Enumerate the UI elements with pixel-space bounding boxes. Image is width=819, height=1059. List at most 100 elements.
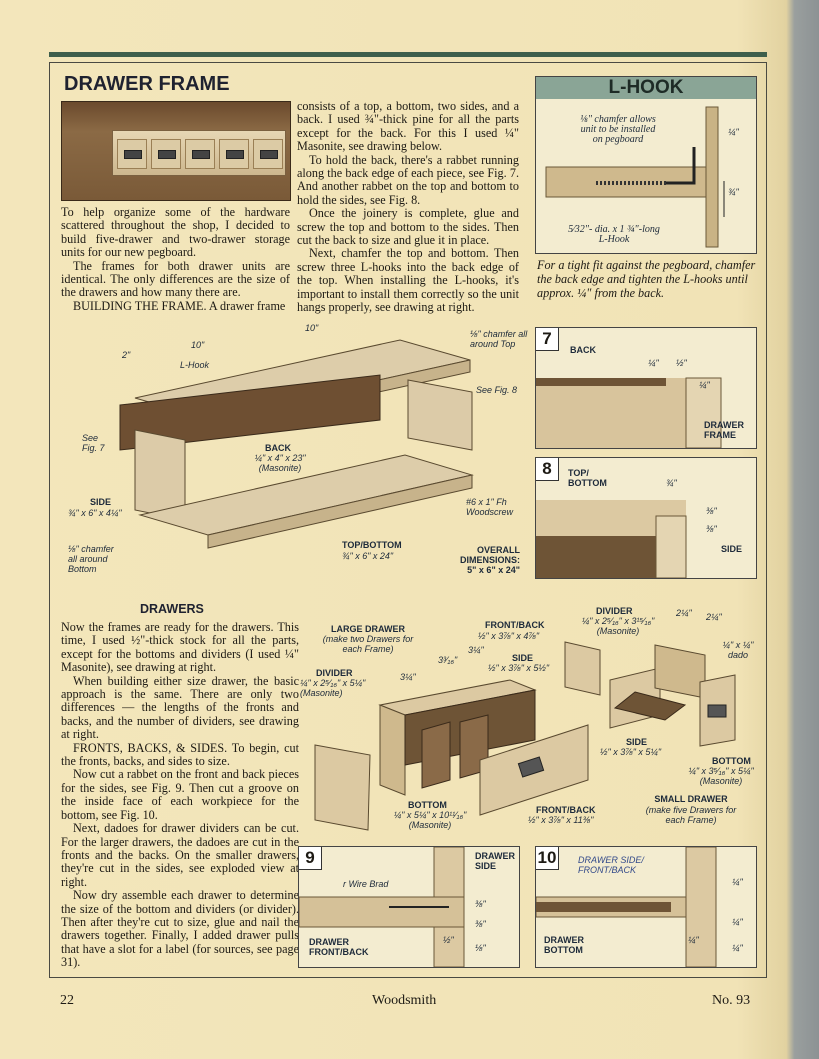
- dim-10-b: 10": [305, 323, 319, 333]
- fig8-topbottom: TOP/ BOTTOM: [568, 468, 607, 488]
- fig10-d4: ¼": [732, 943, 743, 953]
- figure-number: 9: [299, 847, 322, 870]
- paragraph: When building either size drawer, the ba…: [61, 673, 299, 742]
- large-drawer-title: LARGE DRAWER: [331, 624, 405, 634]
- fig8-d1: ¾": [666, 478, 677, 488]
- figure-9: 9 DRAWER SIDE r Wire Brad ⅜" ⅜" ½" ⅛" DR…: [298, 846, 520, 968]
- figure-7: 7 BACK ¼" ½" ¼" DRAWER FRAME: [535, 327, 757, 449]
- large-divider-dims: ¼" x 2⁵⁄₁₆" x 5¼" (Masonite): [300, 678, 366, 698]
- fig9-d4: ⅛": [475, 943, 486, 953]
- paragraph: To help organize some of the hardware sc…: [61, 205, 290, 260]
- small-bottom-dims: ¼" x 3⁵⁄₁₆" x 5¼" (Masonite): [688, 766, 754, 786]
- dim-2-1-4-a: 2¼": [676, 608, 692, 618]
- figure-8: 8 TOP/ BOTTOM ¾" ⅜" ⅜" SIDE: [535, 457, 757, 579]
- fig8-side: SIDE: [721, 544, 743, 554]
- article-frame: [49, 62, 767, 978]
- page-number: 22: [60, 993, 74, 1008]
- text-col1: To help organize some of the hardware sc…: [61, 205, 290, 313]
- paragraph: Next, dadoes for drawer dividers can be …: [61, 821, 299, 889]
- paragraph: consists of a top, a bottom, two sides, …: [297, 99, 519, 154]
- label-back: BACK: [265, 443, 291, 453]
- issue-number: No. 93: [712, 993, 751, 1008]
- fig10-d3: ¼": [688, 935, 699, 945]
- photo-drawer-unit: [61, 101, 291, 201]
- small-divider: DIVIDER: [596, 606, 633, 616]
- dim-2: 2": [122, 350, 131, 360]
- lhook-screw-label: 5⁄32"- dia. x 1 ¾"-long L-Hook: [568, 224, 660, 245]
- fig10-d2: ¼": [732, 917, 743, 927]
- header-rule: [49, 52, 767, 57]
- frame-exploded-drawing: [119, 339, 474, 549]
- large-divider: DIVIDER: [316, 668, 353, 678]
- lhook-dim-three-quarter: ¾": [728, 187, 739, 197]
- lhook-caption: For a tight fit against the pegboard, ch…: [537, 258, 756, 300]
- small-divider-dims: ¼" x 2⁵⁄₁₆" x 3¹⁵⁄₁₆" (Masonite): [581, 616, 655, 636]
- large-bottom-dims: ¼" x 5¼" x 10¹¹⁄₁₆" (Masonite): [393, 810, 467, 830]
- fig9-d2: ⅜": [475, 919, 486, 929]
- paragraph: FRONTS, BACKS, & SIDES. To begin, cut th…: [61, 740, 299, 769]
- lhook-detail: L-HOOK ⅛" chamfer allows unit to be inst…: [535, 76, 757, 254]
- fig7-d1: ¼": [648, 358, 659, 368]
- fig7-back: BACK: [570, 345, 596, 355]
- figure-10: 10 DRAWER SIDE/ FRONT/BACK ¼" ¼" ¼" ¼" D…: [535, 846, 757, 968]
- small-side: SIDE: [626, 737, 648, 747]
- paragraph: BUILDING THE FRAME. A drawer frame: [73, 298, 286, 313]
- label-see-fig8: See Fig. 8: [476, 385, 518, 395]
- lhook-dim-quarter: ¼": [728, 127, 739, 137]
- dim-3-1-4-a: 3¼": [400, 672, 416, 682]
- label-topbottom-dims: ¾" x 6" x 24": [342, 551, 394, 561]
- paragraph: The frames for both drawer units are ide…: [61, 258, 290, 300]
- drawer-exploded-drawing: [314, 641, 736, 831]
- fig9-front: DRAWER FRONT/BACK: [309, 937, 369, 957]
- label-back-dims: ¼" x 4" x 23" (Masonite): [254, 453, 306, 473]
- dim-3-3-16: 3³⁄₁₆": [438, 655, 458, 665]
- label-chamfer-top: ⅛" chamfer all around Top: [470, 329, 528, 349]
- small-frontback: FRONT/BACK: [536, 805, 596, 815]
- label-topbottom: TOP/BOTTOM: [342, 540, 402, 550]
- small-bottom: BOTTOM: [712, 756, 751, 766]
- lhook-title: L-HOOK: [536, 77, 756, 99]
- fig9-drawer-side: DRAWER SIDE: [475, 851, 515, 871]
- dim-10-a: 10": [191, 340, 205, 350]
- label-lhook: L-Hook: [180, 360, 210, 370]
- fig8-d3: ⅜": [706, 524, 717, 534]
- lhook-drawing: [545, 106, 725, 248]
- label-overall-dims: 5" x 6" x 24": [467, 565, 520, 575]
- fig10-bottom: DRAWER BOTTOM: [544, 935, 584, 955]
- large-drawer-sub: (make two Drawers for each Frame): [322, 634, 414, 654]
- large-side-dims: ½" x 3⅞" x 5½": [488, 663, 550, 673]
- label-overall: OVERALL DIMENSIONS:: [459, 545, 520, 565]
- label-side-dims: ¾" x 6" x 4¼": [68, 508, 122, 518]
- large-side: SIDE: [512, 653, 534, 663]
- fig9-d3: ½": [443, 935, 454, 945]
- fig8-d2: ⅜": [706, 506, 717, 516]
- paragraph: Once the joinery is complete, glue and s…: [297, 206, 519, 248]
- fig10-d1: ¼": [732, 877, 743, 887]
- drawer-cabinet: [112, 130, 286, 176]
- dim-2-1-4-b: 2¼": [706, 612, 722, 622]
- large-bottom: BOTTOM: [408, 800, 447, 810]
- section-title-drawers: DRAWERS: [140, 602, 204, 616]
- section-title-drawer-frame: DRAWER FRAME: [64, 73, 230, 95]
- paragraph: Now the frames are ready for the drawers…: [61, 620, 299, 675]
- fig7-d3: ¼": [699, 380, 710, 390]
- paragraph: Next, chamfer the top and bottom. Then s…: [297, 246, 519, 315]
- text-drawers: Now the frames are ready for the drawers…: [61, 620, 299, 970]
- text-col2: consists of a top, a bottom, two sides, …: [297, 99, 519, 315]
- small-dado: ¼" x ¼" dado: [722, 640, 754, 660]
- label-chamfer-bottom: ⅛" chamfer all around Bottom: [68, 544, 114, 574]
- fig10-side: DRAWER SIDE/ FRONT/BACK: [578, 855, 644, 875]
- label-side: SIDE: [90, 497, 112, 507]
- paragraph: To hold the back, there's a rabbet runni…: [297, 152, 519, 207]
- fig7-d2: ½": [676, 358, 687, 368]
- magazine-name: Woodsmith: [372, 993, 437, 1008]
- figure-number: 10: [536, 847, 559, 870]
- small-frontback-dims: ½" x 3⅞" x 11⅜": [528, 815, 594, 825]
- label-see-fig7: See Fig. 7: [82, 433, 105, 453]
- fig7-drawer-frame: DRAWER FRAME: [704, 420, 744, 440]
- small-side-dims: ½" x 3⅞" x 5¼": [600, 747, 662, 757]
- small-drawer-title: SMALL DRAWER: [654, 794, 728, 804]
- small-drawer-sub: (make five Drawers for each Frame): [645, 805, 737, 825]
- label-screw: #6 x 1" Fh Woodscrew: [466, 497, 514, 517]
- fig9-d1: ⅜": [475, 899, 486, 909]
